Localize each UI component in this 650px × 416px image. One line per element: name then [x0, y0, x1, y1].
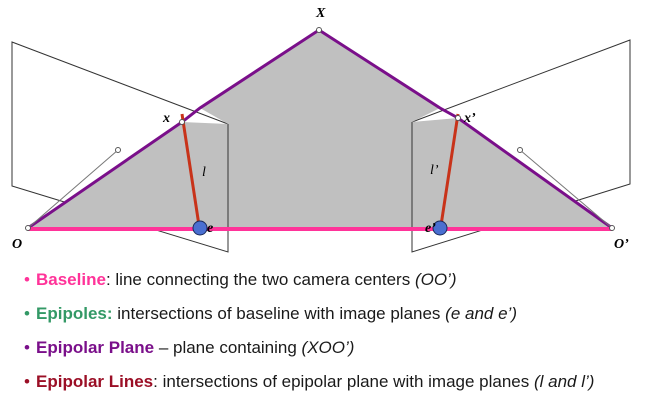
bullet-text: line connecting the two camera centers	[115, 270, 415, 289]
label-x-right: x’	[463, 111, 476, 126]
term-baseline: Baseline	[36, 270, 106, 289]
term-epipoles: Epipoles:	[36, 304, 113, 323]
bullet-epipolar-plane: • Epipolar Plane – plane containing (XOO’…	[24, 338, 594, 358]
bullet-separator: :	[105, 270, 116, 289]
bullet-dot: •	[24, 270, 30, 289]
bullet-dot: •	[24, 304, 30, 323]
epipolar-line-right	[438, 113, 460, 233]
bullet-separator: –	[154, 338, 173, 357]
label-x-left: x	[162, 111, 170, 126]
bullet-text: intersections of baseline with image pla…	[117, 304, 446, 323]
label-O-prime: O’	[614, 237, 629, 252]
left-axis-end	[115, 147, 121, 153]
point-x-left-marker	[179, 119, 185, 125]
bullet-note: (e and e’)	[445, 304, 517, 323]
point-x-right-marker	[455, 115, 461, 121]
epipole-left-marker	[192, 220, 208, 236]
bullet-epipolar-lines: • Epipolar Lines: intersections of epipol…	[24, 372, 594, 392]
term-epipolar-plane: Epipolar Plane	[36, 338, 155, 357]
label-O: O	[12, 237, 22, 252]
camera-center-O-prime-marker	[609, 225, 615, 231]
bullet-separator: :	[153, 372, 163, 391]
right-axis-end	[517, 147, 523, 153]
right-optical-axis	[519, 149, 613, 229]
epipolar-plane-left-part	[28, 122, 228, 228]
label-l-left: l	[202, 165, 206, 180]
epipolar-plane-right-part	[412, 118, 612, 228]
bullet-note: (l and l’)	[533, 372, 595, 391]
definition-list: • Baseline: line connecting the two camer…	[24, 270, 594, 406]
bullet-text: plane containing	[173, 338, 302, 357]
bullet-dot: •	[24, 372, 30, 391]
epipole-right-marker	[432, 220, 448, 236]
label-X: X	[315, 6, 326, 21]
point-X-marker	[316, 27, 322, 33]
camera-center-O-marker	[25, 225, 31, 231]
bullet-note: (XOO’)	[301, 338, 355, 357]
label-e-right: e’	[425, 221, 436, 236]
bullet-dot: •	[24, 338, 30, 357]
bullet-epipoles: • Epipoles: intersections of baseline wit…	[24, 304, 594, 324]
label-e-left: e	[207, 221, 213, 236]
epipolar-line-left	[180, 113, 202, 233]
label-l-right: l’	[430, 163, 439, 178]
left-optical-axis	[27, 149, 119, 229]
bullet-text: intersections of epipolar plane with ima…	[162, 372, 534, 391]
epipolar-plane-upper	[200, 30, 440, 228]
term-epipolar-lines: Epipolar Lines	[36, 372, 154, 391]
bullet-note: (OO’)	[414, 270, 457, 289]
bullet-baseline: • Baseline: line connecting the two camer…	[24, 270, 594, 290]
epipolar-geometry-diagram: X x x’ l l’ e e’ O O’	[11, 6, 631, 253]
